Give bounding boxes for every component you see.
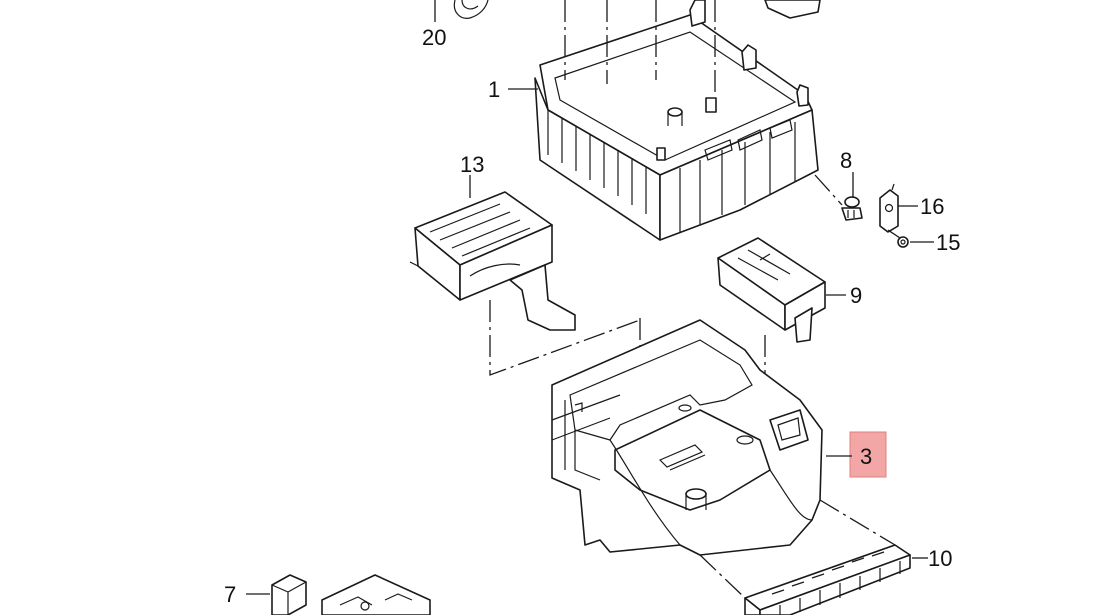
- part-20-clip: [453, 0, 489, 19]
- part-16-bolt: [841, 196, 863, 221]
- part-15-terminal: [879, 183, 899, 233]
- part-1-housing: [534, 0, 819, 241]
- callout-3-highlight: [849, 431, 887, 478]
- part-3-carrier: [551, 319, 823, 556]
- part-relay-carrier: [321, 574, 431, 615]
- part-13-nut: [897, 236, 909, 248]
- projection-line: [489, 300, 641, 376]
- part-10-connector-strip: [744, 544, 911, 615]
- callout-8[interactable]: 13: [460, 152, 484, 177]
- callout-13[interactable]: 15: [936, 230, 960, 255]
- callout-1[interactable]: 1: [488, 77, 500, 102]
- callout-9[interactable]: 9: [850, 283, 862, 308]
- part-9-relay-cover: [717, 237, 826, 343]
- projection-line: [819, 499, 896, 546]
- projection-line: [887, 229, 901, 239]
- projection-line: [699, 554, 746, 599]
- callout-10[interactable]: 10: [928, 546, 952, 571]
- projection-line: [814, 174, 843, 206]
- callout-16[interactable]: 8: [840, 148, 852, 173]
- callout-20[interactable]: 20: [422, 25, 446, 50]
- callout-15[interactable]: 16: [920, 194, 944, 219]
- part-7-relay: [271, 574, 307, 615]
- callout-3[interactable]: 3: [860, 444, 872, 469]
- part-top-relay: [764, 0, 821, 19]
- callout-7[interactable]: 7: [224, 582, 236, 607]
- part-8-cover: [409, 191, 576, 331]
